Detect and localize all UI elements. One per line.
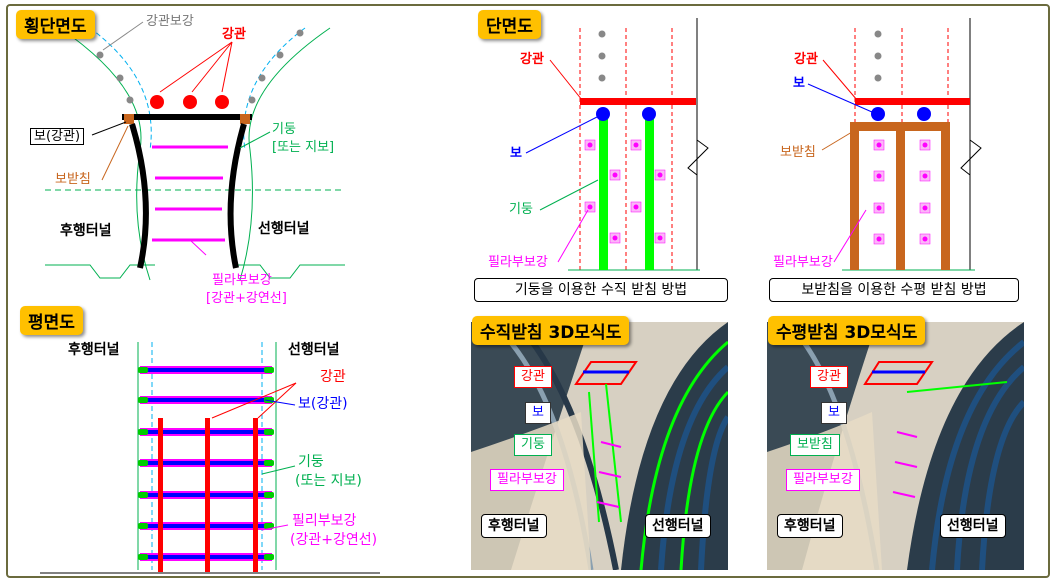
outer-frame	[6, 4, 1050, 578]
beam-label: 보(강관)	[30, 128, 85, 145]
plan-title: 평면도	[20, 306, 83, 335]
plan-column-label: 기둥	[298, 454, 324, 470]
pillar-dot	[587, 142, 593, 148]
plan-column-end	[138, 554, 148, 560]
vertical-3d-title: 수직받침 3D모식도	[472, 316, 630, 345]
plan-column-end	[138, 429, 148, 435]
pillar-dot	[612, 172, 618, 178]
steel-reinforcement-label: 강관보강	[146, 14, 194, 29]
section-left-pillar-label: 필라부보강	[488, 255, 548, 270]
plan-column-sub-label: (또는 지보)	[295, 473, 362, 489]
section-right-caption: 보받침을 이용한 수평 받침 방법	[769, 278, 1019, 302]
plan-column-end	[138, 367, 148, 373]
plan-column-end	[264, 460, 274, 466]
horizontal-3d-title: 수평받침 3D모식도	[768, 316, 926, 345]
plan-beam-label: 보(강관)	[298, 396, 348, 412]
v3d-steel-pipe-label: 강관	[514, 366, 552, 388]
plan-beam-line	[146, 398, 266, 402]
column-sub-label: [또는 지보]	[272, 140, 335, 155]
pillar-reinforcement-label: 필라부보강	[212, 273, 272, 288]
pillar-dot	[587, 204, 593, 210]
plan-beam-line	[146, 368, 266, 372]
pillar-dot	[922, 205, 928, 211]
v3d-trailing-tunnel-label: 후행터널	[481, 514, 547, 538]
plan-column-end	[264, 429, 274, 435]
section-left-column-label: 기둥	[509, 202, 533, 217]
leading-tunnel-label: 선행터널	[258, 221, 310, 237]
pillar-dot	[922, 142, 928, 148]
h3d-pillar-label: 필라부보강	[786, 469, 860, 491]
h3d-steel-pipe-label: 강관	[810, 366, 848, 388]
v3d-leading-tunnel-label: 선행터널	[645, 514, 711, 538]
plan-trailing-tunnel-label: 후행터널	[68, 342, 120, 358]
plan-pillar-sub-label: (강관+강연선)	[290, 532, 378, 548]
plan-steel-pipe-label: 강관	[320, 369, 346, 385]
section-left-steel-pipe-label: 강관	[520, 52, 544, 67]
pillar-dot	[633, 204, 639, 210]
pillar-dot	[922, 236, 928, 242]
plan-pillar-reinforcement-label: 필리부보강	[292, 513, 357, 529]
section-title: 단면도	[478, 10, 541, 39]
v3d-column-label: 기둥	[514, 434, 552, 456]
section-left-caption: 기둥을 이용한 수직 받침 방법	[474, 278, 728, 302]
plan-leading-tunnel-label: 선행터널	[288, 342, 340, 358]
section-right-steel-pipe-label: 강관	[794, 52, 818, 67]
v3d-beam-label: 보	[525, 402, 551, 424]
beam-support-label: 보받침	[55, 172, 91, 187]
plan-column-end	[264, 367, 274, 373]
h3d-support-label: 보받침	[790, 434, 840, 456]
section-right-beam-label: 보	[793, 76, 805, 91]
plan-column-end	[138, 397, 148, 403]
pillar-dot	[612, 235, 618, 241]
h3d-beam-label: 보	[821, 402, 847, 424]
plan-column-end	[264, 492, 274, 498]
plan-column-end	[138, 492, 148, 498]
pillar-dot	[876, 236, 882, 242]
plan-column-end	[264, 523, 274, 529]
plan-column-end	[138, 460, 148, 466]
section-right-pillar-label: 필라부보강	[773, 255, 833, 270]
cross-section-title: 횡단면도	[16, 10, 95, 39]
pillar-dot	[657, 172, 663, 178]
trailing-tunnel-label: 후행터널	[60, 223, 112, 239]
section-right-support-label: 보받침	[780, 145, 816, 160]
pillar-dot	[922, 173, 928, 179]
pillar-sub-label: [강관+강연선]	[206, 291, 287, 306]
h3d-leading-tunnel-label: 선행터널	[940, 514, 1006, 538]
pillar-dot	[657, 235, 663, 241]
pillar-dot	[633, 142, 639, 148]
column-label: 기둥	[272, 122, 296, 137]
pillar-dot	[876, 173, 882, 179]
h3d-trailing-tunnel-label: 후행터널	[777, 514, 843, 538]
steel-pipe-label: 강관	[222, 27, 246, 42]
v3d-pillar-label: 필라부보강	[490, 469, 564, 491]
plan-column-end	[264, 554, 274, 560]
section-left-beam-label: 보	[510, 146, 522, 161]
plan-column-end	[138, 523, 148, 529]
pillar-dot	[876, 142, 882, 148]
pillar-dot	[876, 205, 882, 211]
